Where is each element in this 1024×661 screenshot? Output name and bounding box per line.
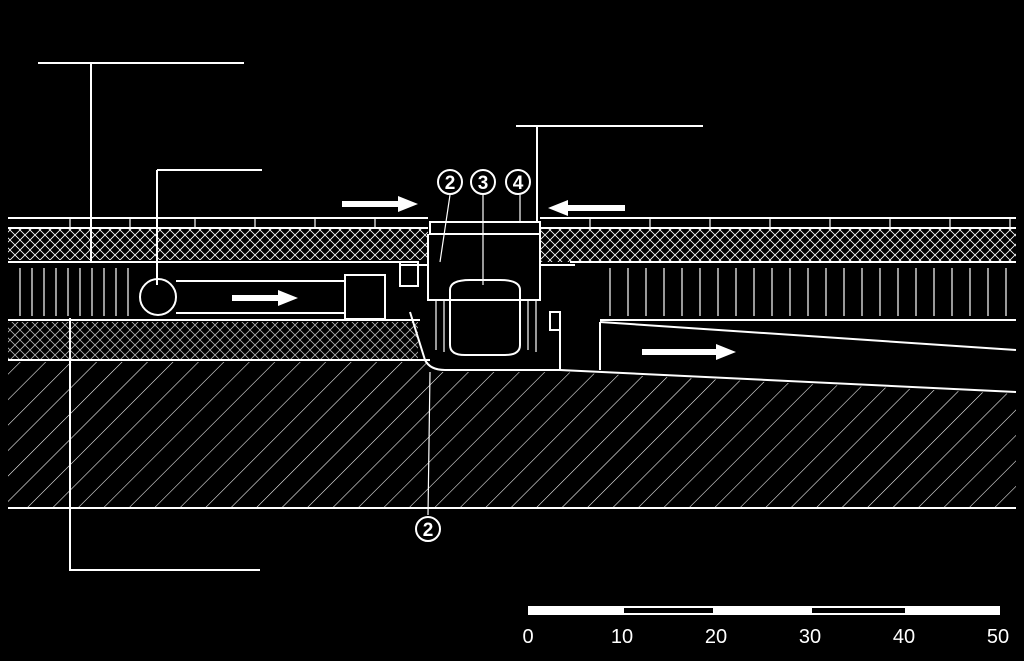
slab-layer xyxy=(8,322,418,360)
horizontal-drain-pipe xyxy=(176,274,386,320)
scale-tick-50: 50 xyxy=(987,626,1009,648)
bedding-layer-right xyxy=(540,228,1016,262)
flow-arrows xyxy=(232,196,736,360)
flow-arrow-icon xyxy=(548,200,625,216)
svg-text:3: 3 xyxy=(478,173,489,194)
drain-gully xyxy=(399,221,575,371)
drainage-mat xyxy=(8,268,1016,321)
bedding-layer xyxy=(8,228,428,260)
scale-tick-0: 0 xyxy=(522,626,533,648)
callout-4: 4 xyxy=(505,169,531,195)
scale-tick-10: 10 xyxy=(611,626,633,648)
svg-text:4: 4 xyxy=(513,173,524,194)
callout-2-bottom: 2 xyxy=(415,516,441,542)
svg-text:2: 2 xyxy=(423,520,434,541)
scale-tick-30: 30 xyxy=(799,626,821,648)
svg-text:2: 2 xyxy=(445,173,456,194)
callout-3: 3 xyxy=(470,169,496,195)
flow-arrow-icon xyxy=(232,290,298,306)
flow-arrow-icon xyxy=(342,196,418,212)
scale-tick-20: 20 xyxy=(705,626,727,648)
flow-arrow-icon xyxy=(642,344,736,360)
scale-bar: 0 10 20 30 40 50 xyxy=(522,606,1009,648)
scale-tick-40: 40 xyxy=(893,626,915,648)
substrate-layer xyxy=(8,362,1016,508)
callout-2-top: 2 xyxy=(437,169,463,195)
